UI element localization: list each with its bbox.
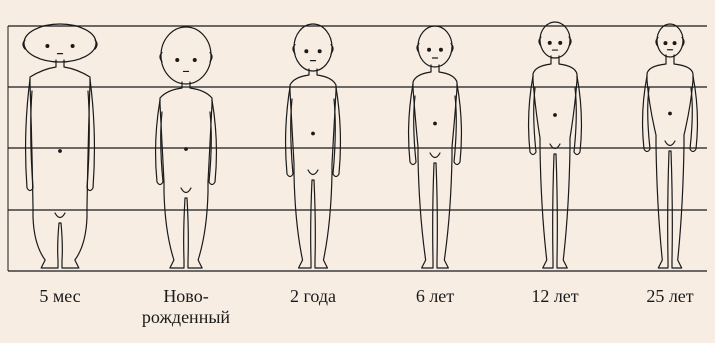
head [540,22,570,58]
head [24,24,96,62]
label-12-let: 12 лет [500,286,610,307]
body-outline [290,69,336,268]
eye-left [428,48,431,51]
navel [312,132,315,135]
groin-mark [55,213,65,218]
navel [554,114,557,117]
label-6-let: 6 лет [380,286,490,307]
arm-left [409,84,416,165]
figure-6-let [409,26,462,268]
eye-right [318,50,321,53]
eye-right [440,48,443,51]
eye-left [664,42,667,45]
eye-right [71,45,74,48]
head [161,27,211,84]
groin-mark [181,188,191,193]
groin-mark [665,141,675,146]
head [418,26,452,67]
label-5-mes: 5 мес [5,286,115,307]
arm-right [574,76,581,155]
navel [59,150,62,153]
navel [185,148,188,151]
eye-right [193,59,196,62]
groin-mark [430,153,440,158]
eye-left [46,45,49,48]
figure-2-goda [286,24,341,268]
label-novorozhdenny: Ново- рожденный [131,286,241,328]
figure-25-let [643,24,698,268]
eye-left [305,50,308,53]
body-outline [533,56,577,268]
figure-5-mes [23,24,97,268]
guide-lines [8,26,707,271]
label-2-goda: 2 года [258,286,368,307]
arm-left [529,76,536,155]
figure-12-let [529,22,582,268]
body-outline [413,65,457,268]
navel [669,112,672,115]
eye-left [176,59,179,62]
label-25-let: 25 лет [615,286,715,307]
navel [434,122,437,125]
head [657,24,683,57]
eye-left [548,41,551,44]
eye-right [673,42,676,45]
arm-right [454,84,461,165]
head [294,24,332,71]
groin-mark [308,170,318,175]
body-outline [30,60,90,268]
eye-right [559,41,562,44]
body-outline [160,82,212,268]
